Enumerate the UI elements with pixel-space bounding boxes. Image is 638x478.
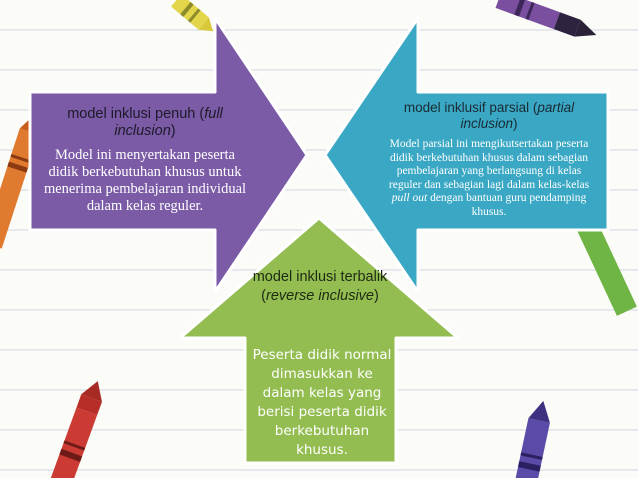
red-crayon-icon (49, 381, 102, 478)
violet-crayon-icon (511, 400, 550, 478)
partial-inclusion-desc-text: Model parsial ini mengikutsertakan peser… (388, 138, 590, 191)
green-arrow-shape (178, 216, 460, 465)
reverse-inclusive-title-italic: reverse inclusive (266, 288, 374, 304)
reverse-inclusive-title-text: model inklusi terbalik ( (252, 269, 388, 304)
partial-inclusion-title: model inklusif parsial (partial inclusio… (380, 100, 598, 132)
partial-inclusion-desc-italic: pull out (391, 192, 428, 204)
partial-inclusion-title-end: ) (513, 116, 518, 131)
purple-crayon-icon (495, 0, 597, 37)
full-inclusion-card: model inklusi penuh (full inclusion) Mod… (40, 106, 250, 226)
partial-inclusion-title-text: model inklusif parsial ( (403, 100, 538, 115)
full-inclusion-title-text: model inklusi penuh ( (67, 106, 205, 122)
partial-inclusion-desc-end: dengan bantuan guru pendamping khusus. (427, 192, 587, 218)
reverse-inclusive-title: model inklusi terbalik (reverse inclusiv… (250, 268, 390, 306)
blue-arrow-shape (323, 16, 610, 294)
reverse-inclusive-description: Peserta didik normal dimasukkan ke dalam… (252, 347, 392, 458)
full-inclusion-title: model inklusi penuh (full inclusion) (40, 106, 250, 140)
partial-inclusion-title-italic: partial inclusion (460, 100, 575, 131)
partial-inclusion-description: Model parsial ini mengikutsertakan peser… (380, 138, 598, 219)
purple-arrow-shape (28, 16, 309, 294)
full-inclusion-description: Model ini menyertakan peserta didik berk… (43, 147, 247, 214)
full-inclusion-title-end: ) (170, 123, 176, 139)
yellow-crayon-icon (171, 0, 213, 32)
partial-inclusion-card: model inklusif parsial (partial inclusio… (380, 100, 598, 225)
reverse-inclusive-title-end: ) (374, 288, 379, 304)
green-crayon-icon (570, 206, 637, 316)
full-inclusion-title-italic: full inclusion (114, 106, 223, 139)
